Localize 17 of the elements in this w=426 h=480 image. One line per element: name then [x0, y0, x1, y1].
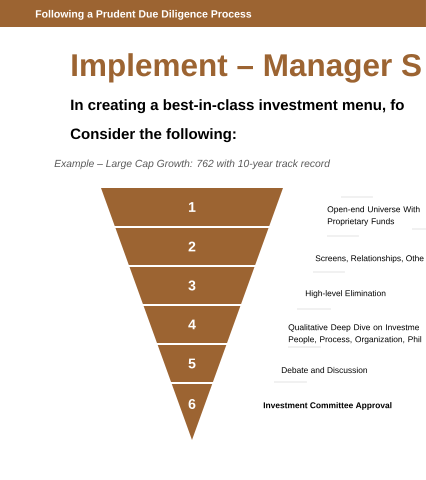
funnel-segment: 2 — [115, 228, 269, 265]
step-description: Open-end Universe With Proprietary Funds — [328, 206, 420, 226]
slide-title: Implement – Manager S — [72, 53, 421, 83]
step-description: High-level Elimination — [306, 290, 386, 298]
step-description: Debate and Discussion — [282, 366, 367, 374]
funnel-segment: 4 — [144, 306, 240, 343]
funnel-segment: 6 — [172, 384, 212, 440]
funnel-segment: 5 — [158, 345, 226, 382]
subtitle: In creating a best-in-class investment menu, fo — [71, 99, 404, 114]
step-description: Qualitative Deep Dive on Investme People, Process, Organization, Phil — [288, 324, 422, 344]
funnel-segment: 3 — [130, 267, 254, 304]
funnel-segment: 1 — [101, 188, 283, 226]
subheading: Consider the following: — [70, 128, 236, 142]
header-bar: Following a Prudent Due Diligence Process — [0, 0, 426, 27]
example-note: Example – Large Cap Growth: 762 with 10-year track record — [54, 160, 330, 170]
step-description: Investment Committee Approval — [264, 402, 392, 410]
step-description: Screens, Relationships, Othe — [316, 255, 424, 263]
